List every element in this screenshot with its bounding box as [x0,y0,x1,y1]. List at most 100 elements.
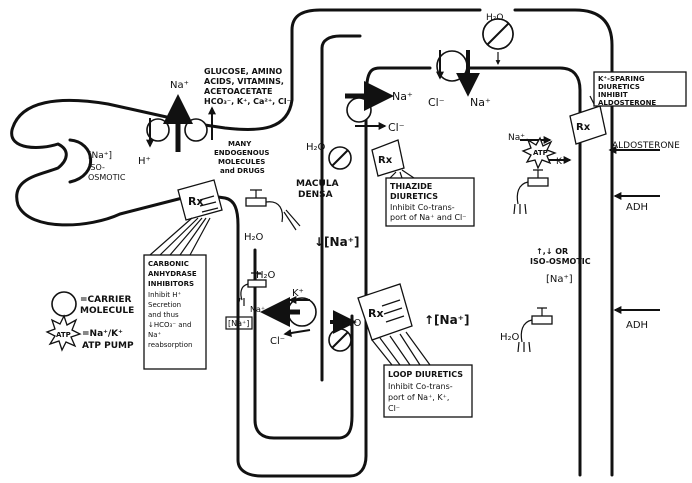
svg-text:Inhibit H⁺: Inhibit H⁺ [148,291,182,299]
macula-line: MACULA [296,179,339,189]
adh-label: ADH [626,320,648,331]
distal-tubule-top [468,66,582,477]
k-label: K⁺ [292,288,304,299]
svg-text:Inhibit Co-trans-: Inhibit Co-trans- [390,203,455,212]
na-decrease-label: ↓[Na⁺] [314,235,360,249]
na-iso-line: OSMOTIC [88,173,126,182]
labels: Na⁺ H⁺ GLUCOSE, AMINO ACIDS, VITAMINS, A… [88,13,680,347]
glucose-line: ACIDS, VITAMINS, [204,77,284,86]
atp-label: ATP [533,149,548,157]
legend: =CARRIER MOLECULE ATP =Na⁺/K⁺ ATP PUMP [45,291,134,352]
thiazide-box: THIAZIDE DIURETICS Inhibit Co-trans- por… [385,177,475,227]
iso-line: ISO-OSMOTIC [530,257,591,266]
h-label: H⁺ [138,156,151,167]
svg-text:Cl⁻: Cl⁻ [388,404,400,413]
svg-text:↓HCO₃⁻ and: ↓HCO₃⁻ and [148,321,191,329]
cl-label: Cl⁻ [428,96,445,109]
svg-text:INHIBITORS: INHIBITORS [148,280,194,288]
aldosterone-label: ALDOSTERONE [612,141,680,151]
macula-line: DENSA [298,190,333,200]
legend-pump-icon [45,314,82,352]
bowman-capsule-inner [68,138,93,184]
adh-label: ADH [626,202,648,213]
collecting-duct-top [513,8,614,477]
endogenous-line: and DRUGS [220,167,265,175]
svg-text:THIAZIDE: THIAZIDE [390,182,432,191]
carbonic-anhydrase-box: CARBONIC ANHYDRASE INHIBITORS Inhibit H⁺… [143,254,207,370]
rx-icon: Rx [371,139,405,177]
blocked-carriers [328,18,514,352]
descending-limb-inner [253,248,354,440]
water-faucets [237,169,553,353]
svg-text:port of Na⁺ and Cl⁻: port of Na⁺ and Cl⁻ [390,213,466,222]
rx-label: Rx [188,195,204,208]
nephron-tubule [10,8,614,478]
carrier-molecule [346,97,372,123]
svg-text:ANHYDRASE: ANHYDRASE [148,270,197,278]
rx-icon: Rx [357,283,413,341]
na-iso-line: [Na⁺] [88,151,112,161]
h2o-label: H₂O [500,332,520,343]
legend-pump-label: =Na⁺/K⁺ [82,329,123,339]
rx-label: Rx [576,122,591,133]
carrier-molecule [436,50,468,82]
cl-left-arrow [283,329,311,337]
transport-arrows [146,50,660,337]
na-label: Na⁺ [250,305,265,314]
k-sparing-box: K⁺-SPARING DIURETICS INHIBIT ALDOSTERONE [593,71,687,107]
bowman-capsule-upper [10,98,200,227]
legend-atp-label: ATP [56,331,71,339]
carrier-molecule [146,118,170,142]
legend-carrier-label: MOLECULE [80,306,134,316]
endogenous-line: MANY [228,140,252,148]
rx-icon: Rx [177,179,223,221]
glucose-line: GLUCOSE, AMINO [204,67,282,76]
svg-text:Inhibit Co-trans-: Inhibit Co-trans- [388,382,453,391]
legend-carrier-icon [51,291,77,317]
na-label: Na⁺ [470,96,491,109]
faucet-icon [513,169,549,215]
endogenous-line: ENDOGENOUS [214,149,269,157]
h2o-label: H₂O [486,13,503,23]
ascending-limb-inner [320,34,362,382]
iso-line: [Na⁺] [546,274,573,285]
svg-text:K⁺-SPARING: K⁺-SPARING [598,75,645,83]
na-increase-label: ↑[Na⁺] [424,313,470,327]
k-label: K⁺ [556,157,567,167]
atp-pump-icon [521,136,557,170]
proximal-tubule-outer [196,8,482,132]
carrier-molecule [184,118,208,142]
svg-text:ALDOSTERONE: ALDOSTERONE [598,99,656,107]
svg-text:DIURETICS: DIURETICS [598,83,640,91]
faucet-icon [237,272,267,307]
svg-text:DIURETICS: DIURETICS [390,192,438,201]
svg-text:reabsorption: reabsorption [148,341,192,349]
endogenous-line: MOLECULES [218,158,265,166]
rx-label: Rx [378,155,393,166]
na-loop-label: [Na⁺] [228,319,249,328]
svg-text:port of Na⁺, K⁺,: port of Na⁺, K⁺, [388,393,449,402]
legend-carrier-label: =CARRIER [80,295,131,305]
h2o-label: H₂O [244,232,264,243]
proximal-tubule-lower [196,192,368,478]
cl-label: Cl⁻ [388,121,405,134]
na-label: Na⁺ [508,133,525,143]
na-label: Na⁺ [392,90,413,103]
h2o-label: H₂O [256,270,276,281]
svg-text:INHIBIT: INHIBIT [598,91,628,99]
h2o-label: H₂O [306,142,326,153]
svg-text:Secretion: Secretion [148,301,181,309]
legend-pump-label: ATP PUMP [82,341,134,351]
cl-label: Cl⁻ [270,336,285,347]
glucose-line: ACETOACETATE [204,87,272,96]
rx-icon: Rx [569,105,607,145]
iso-line: ↑,↓ OR [536,247,568,256]
svg-text:LOOP DIURETICS: LOOP DIURETICS [388,370,463,379]
faucet-icon [517,307,553,353]
na-label: Na⁺ [170,80,189,91]
loop-diuretics-box: LOOP DIURETICS Inhibit Co-trans- port of… [383,364,473,418]
na-iso-line: ISO- [88,163,105,172]
svg-text:Na⁺: Na⁺ [148,331,162,339]
glucose-line: HCO₃⁻, K⁺, Ca²⁺, Cl⁻ [204,97,291,106]
